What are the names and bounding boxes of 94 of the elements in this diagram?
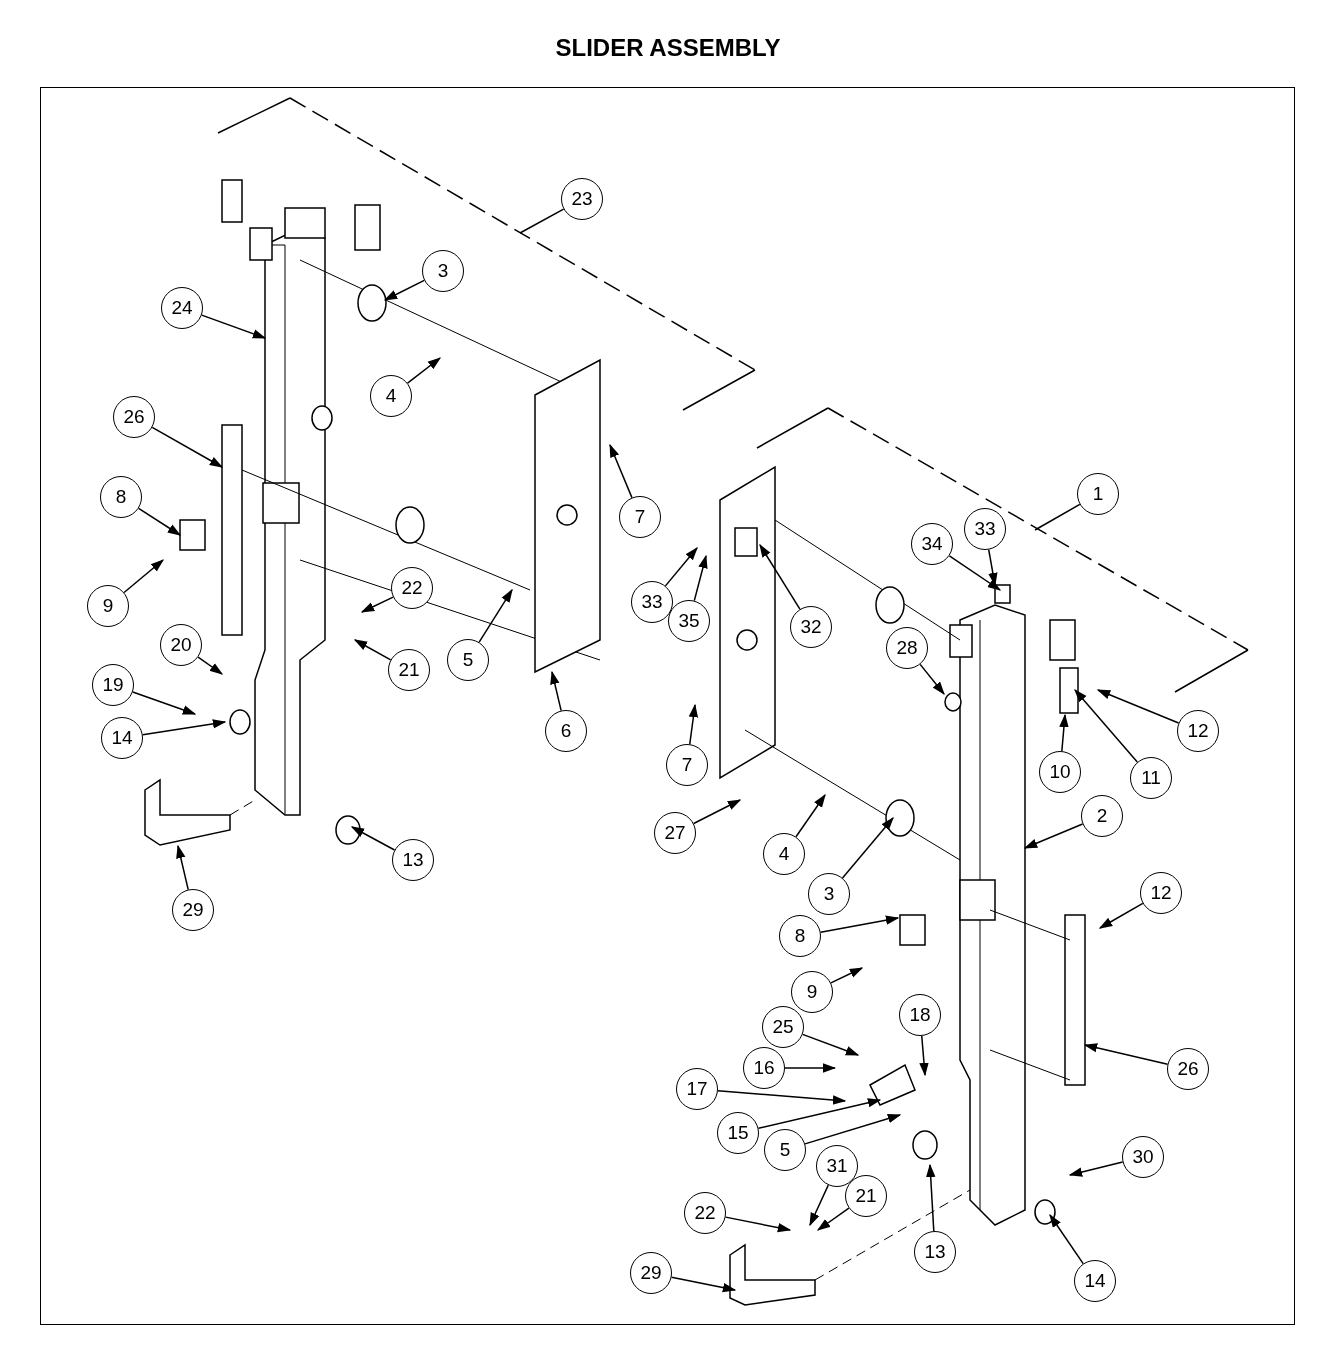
callout-number: 13 [392, 839, 434, 881]
callout-number: 32 [790, 606, 832, 648]
callout-number: 27 [654, 812, 696, 854]
leader-line [197, 656, 224, 675]
leader-line [784, 1063, 837, 1073]
leader-line [519, 208, 565, 234]
callout-number: 7 [619, 496, 661, 538]
leader-line [664, 546, 698, 587]
leader-line [819, 915, 900, 933]
leader-line [724, 1216, 792, 1233]
leader-line [1059, 713, 1069, 752]
callout-number: 12 [1140, 872, 1182, 914]
leader-line [360, 596, 394, 613]
leader-line [926, 1163, 936, 1232]
callout-number: 15 [717, 1112, 759, 1154]
leader-line [1098, 902, 1144, 929]
callout-number: 9 [791, 971, 833, 1013]
leader-line [830, 967, 864, 984]
callout-number: 25 [762, 1006, 804, 1048]
leader-line [816, 1207, 850, 1231]
leader-line [919, 1035, 929, 1077]
callout-number: 34 [911, 523, 953, 565]
callout-number: 28 [886, 627, 928, 669]
callout-number: 33 [631, 581, 673, 623]
callout-number: 7 [666, 744, 708, 786]
callout-number: 6 [545, 710, 587, 752]
leader-line [919, 663, 945, 696]
leader-line [123, 559, 165, 594]
leader-line [1049, 1213, 1084, 1265]
callout-number: 24 [161, 287, 203, 329]
leader-line [688, 703, 699, 745]
callout-number: 26 [113, 396, 155, 438]
leader-line [1034, 503, 1081, 531]
leader-line [142, 719, 227, 736]
leader-line [795, 793, 826, 838]
callout-number: 20 [160, 624, 202, 666]
callout-number: 29 [172, 889, 214, 931]
callout-number: 8 [779, 915, 821, 957]
callout-number: 17 [676, 1068, 718, 1110]
callout-number: 4 [763, 833, 805, 875]
leader-line [757, 1098, 882, 1129]
callout-number: 12 [1177, 710, 1219, 752]
callout-number: 9 [87, 585, 129, 627]
leader-line [406, 357, 442, 384]
leader-line [809, 1184, 829, 1227]
callout-number: 21 [388, 649, 430, 691]
callout-number: 29 [630, 1252, 672, 1294]
callout-number: 13 [914, 1231, 956, 1273]
callout-number: 22 [684, 1192, 726, 1234]
callout-number: 26 [1167, 1048, 1209, 1090]
leader-line [550, 670, 562, 712]
leader-line [1068, 1161, 1124, 1177]
leader-line [350, 826, 396, 851]
callout-number: 11 [1130, 757, 1172, 799]
callout-number: 8 [100, 476, 142, 518]
leader-line [693, 799, 742, 825]
leader-line [201, 314, 267, 339]
callout-number: 16 [743, 1047, 785, 1089]
callout-number: 4 [370, 375, 412, 417]
leader-line [693, 554, 708, 602]
callout-number: 30 [1122, 1136, 1164, 1178]
callout-number: 23 [561, 178, 603, 220]
callout-number: 22 [391, 567, 433, 609]
leader-line [1074, 689, 1138, 763]
leader-line [759, 543, 801, 610]
callout-number: 3 [422, 250, 464, 292]
leader-line [137, 507, 182, 536]
leader-line [1083, 1043, 1169, 1065]
leader-line [353, 639, 392, 661]
leader-line [478, 588, 513, 643]
callout-number: 35 [668, 600, 710, 642]
leader-line [841, 816, 894, 879]
callout-number: 10 [1039, 751, 1081, 793]
callout-number: 18 [899, 994, 941, 1036]
leader-line [948, 555, 1002, 591]
callout-number: 3 [808, 873, 850, 915]
leader-line [176, 844, 189, 891]
callout-number: 33 [964, 508, 1006, 550]
leader-line [383, 279, 425, 301]
diagram-title: SLIDER ASSEMBLY [555, 33, 781, 63]
leader-line [151, 426, 224, 468]
leader-line [670, 1276, 737, 1293]
leader-line [804, 1114, 902, 1145]
leader-line [132, 691, 197, 715]
callout-number: 5 [447, 639, 489, 681]
callout-number: 31 [816, 1145, 858, 1187]
callout-number: 5 [764, 1129, 806, 1171]
leader-line [717, 1089, 847, 1105]
callout-number: 14 [1074, 1260, 1116, 1302]
callout-number: 19 [92, 664, 134, 706]
callout-number: 1 [1077, 473, 1119, 515]
callout-number: 21 [845, 1175, 887, 1217]
callout-number: 14 [101, 717, 143, 759]
callout-number: 2 [1081, 795, 1123, 837]
